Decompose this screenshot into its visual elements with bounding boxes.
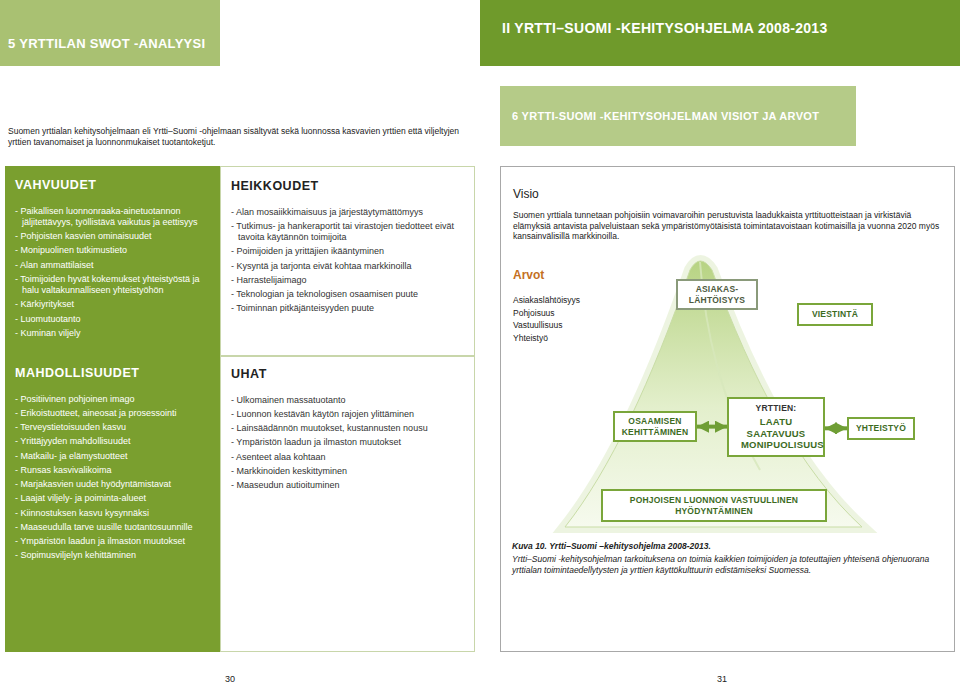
box-text: - Alan ammattilaiset (15, 260, 210, 271)
page-number: 31 (717, 674, 747, 686)
box-text: 5 YRTTILAN SWOT -ANALYYSI (8, 36, 212, 52)
box-text: - Markkinoiden keskittyminen (231, 466, 464, 477)
swot-box: UHAT - Ulkomainen massatuotanto - Luonnon … (220, 356, 475, 652)
mountain-shape (565, 261, 862, 527)
box-text: OSAAMISEN KEHITTÄMINEN (619, 416, 691, 437)
box-text: - Monipuolinen tutkimustieto (15, 245, 210, 256)
box-text: LAATU SAATAVUUS MONIPUOLISUUS (741, 416, 811, 452)
caption-text: Yrtti–Suomi -kehitysohjelman tarkoitukse… (512, 554, 944, 576)
box-text: - Kysyntä ja tarjonta eivät kohtaa markk… (231, 261, 464, 272)
double-arrow (697, 425, 727, 429)
box-heading: Visio (513, 187, 942, 202)
box-text: II YRTTI–SUOMI -KEHITYSOHJELMA 2008-2013 (502, 20, 940, 38)
box-text: - Lainsäädännön muutokset, kustannusten … (231, 423, 464, 434)
box-text: 6 YRTTI-SUOMI -KEHITYSOHJELMAN VISIOT JA… (512, 110, 848, 124)
box-heading: HEIKKOUDET (231, 179, 464, 195)
box-text: - Harrastelijaimago (231, 275, 464, 286)
box-text: - Luomutuotanto (15, 314, 210, 325)
value-box: VIESTINTÄ (797, 303, 873, 326)
box-text: YHTEISTYÖ (853, 423, 909, 434)
box-text: - Tutkimus- ja hankeraportit tai virasto… (231, 221, 464, 244)
core-box: YRTTIEN: LAATU SAATAVUUS MONIPUOLISUUS (727, 397, 825, 457)
box-text: - Maaseudun autioituminen (231, 480, 464, 491)
box-text: Yhteistyö (513, 333, 942, 344)
value-box: YHTEISTYÖ (847, 417, 915, 440)
swot-box: MAHDOLLISUUDET - Positiivinen pohjoinen i… (5, 356, 220, 652)
page-number: 30 (225, 674, 255, 686)
box-text: - Kiinnostuksen kasvu kysynnäksi (15, 508, 210, 519)
box-text: ASIAKAS-LÄHTÖISYYS (685, 284, 749, 305)
mountain-halo (565, 261, 862, 527)
box-text: - Erikoistuotteet, aineosat ja prosessoi… (15, 408, 210, 419)
box-text: - Matkailu- ja elämystuotteet (15, 451, 210, 462)
box-text: - Teknologian ja teknologisen osaamisen … (231, 289, 464, 300)
box-text: - Asenteet alaa kohtaan (231, 452, 464, 463)
box-text: - Runsas kasvivalikoima (15, 465, 210, 476)
box-text: - Poimijoiden ja yrittäjien ikääntyminen (231, 246, 464, 257)
box-text: - Marjakasvien uudet hyödyntämistavat (15, 479, 210, 490)
box-text: - Pohjoisten kasvien ominaisuudet (15, 231, 210, 242)
box-text: - Sopimusviljelyn kehittäminen (15, 550, 210, 561)
box-text: - Luonnon kestävän käytön rajojen ylittä… (231, 409, 464, 420)
box-text: - Toimijoiden hyvät kokemukset yhteistyö… (15, 274, 210, 297)
box-text: - Alan mosaiikkimaisuus ja järjestäytymä… (231, 207, 464, 218)
chapter-header: II YRTTI–SUOMI -KEHITYSOHJELMA 2008-2013 (480, 0, 960, 66)
intro-text: Suomen yrttialan kehitysohjelmaan eli Yr… (8, 126, 463, 148)
double-arrow (825, 426, 847, 430)
base-box: POHJOISEN LUONNON VASTUULLINEN HYÖDYNTÄM… (601, 489, 827, 522)
box-heading: MAHDOLLISUUDET (15, 366, 210, 382)
box-text: - Kuminan viljely (15, 328, 210, 339)
section-header: 6 YRTTI-SUOMI -KEHITYSOHJELMAN VISIOT JA… (500, 86, 856, 146)
box-text: - Paikallisen luonnonraaka-ainetuotannon… (15, 206, 210, 229)
box-heading: VAHVUUDET (15, 178, 210, 194)
figure-caption: Kuva 10. Yrtti–Suomi –kehitysohjelma 200… (512, 541, 944, 551)
box-text: POHJOISEN LUONNON VASTUULLINEN HYÖDYNTÄM… (609, 495, 819, 516)
box-text: - Kärkiyritykset (15, 299, 210, 310)
box-text: - Ympäristön laadun ja ilmaston muutokse… (15, 536, 210, 547)
box-text: - Laajat viljely- ja poiminta-alueet (15, 493, 210, 504)
value-box: OSAAMISEN KEHITTÄMINEN (613, 411, 697, 442)
swot-box: HEIKKOUDET - Alan mosaiikkimaisuus ja jär… (220, 166, 475, 356)
box-text: - Maaseudulla tarve uusille tuotantosuun… (15, 522, 210, 533)
section-header: 5 YRTTILAN SWOT -ANALYYSI (0, 0, 220, 66)
box-text: - Yrittäjyyden mahdollisuudet (15, 436, 210, 447)
box-text: - Positiivinen pohjoinen imago (15, 394, 210, 405)
vision-panel: VisioSuomen yrttiala tunnetaan pohjoisii… (500, 166, 955, 652)
box-text: - Toiminnan pitkäjänteisyyden puute (231, 303, 464, 314)
value-box: ASIAKAS-LÄHTÖISYYS (676, 279, 758, 310)
box-heading: UHAT (231, 367, 464, 383)
box-text: - Ympäristön laadun ja ilmaston muutokse… (231, 437, 464, 448)
box-text: Suomen yrttiala tunnetaan pohjoisiin voi… (513, 210, 942, 242)
box-text: - Ulkomainen massatuotanto (231, 395, 464, 406)
box-text: - Terveystietoisuuden kasvu (15, 422, 210, 433)
swot-box: VAHVUUDET - Paikallisen luonnonraaka-aine… (5, 166, 220, 356)
box-text: VIESTINTÄ (803, 309, 867, 320)
box-text: Vastuullisuus (513, 320, 942, 331)
box-text: YRTTIEN: (733, 403, 819, 414)
